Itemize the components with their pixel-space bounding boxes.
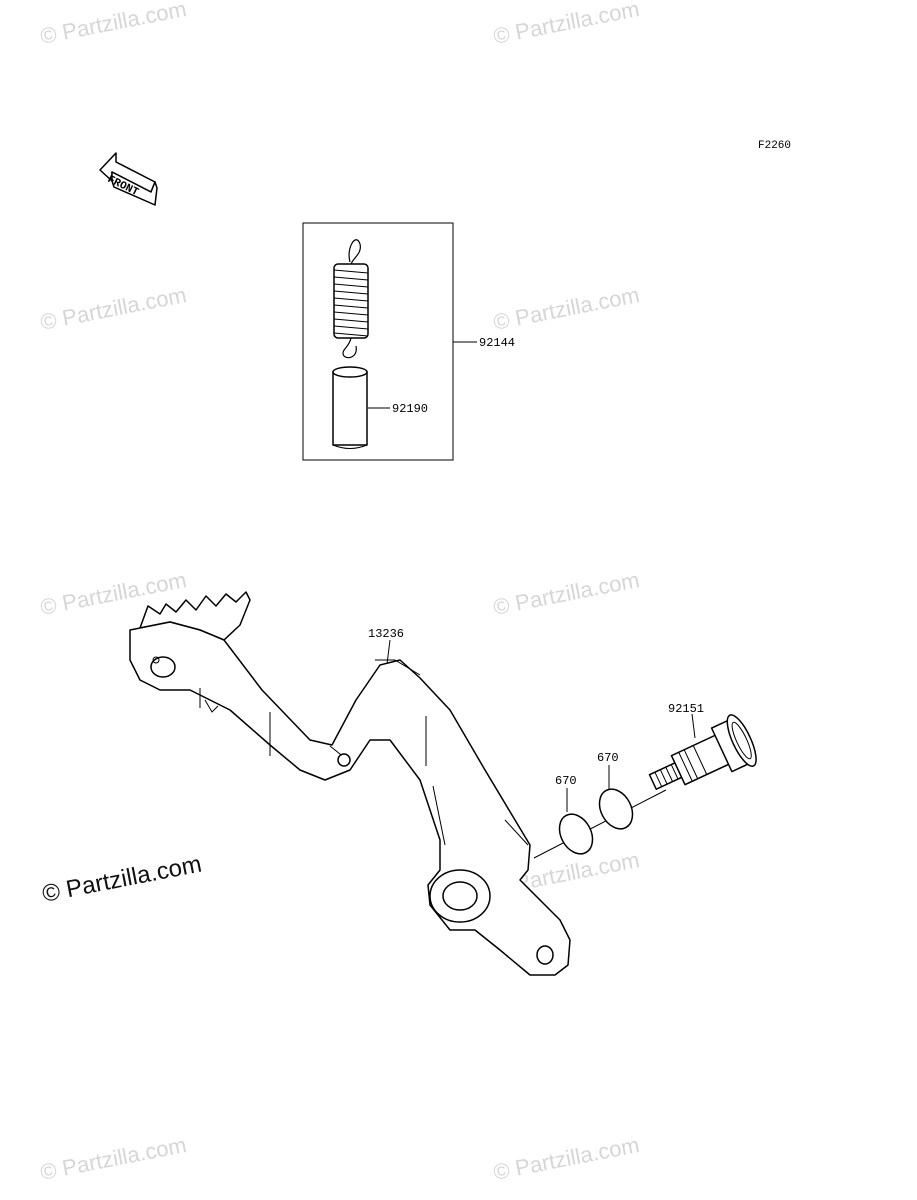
watermark-4: © Partzilla.com	[491, 282, 641, 335]
front-arrow-icon: FRONT	[99, 152, 158, 206]
watermark-9: © Partzilla.com	[491, 1132, 641, 1185]
pivot-bolt	[648, 714, 757, 790]
spring-sleeve	[332, 366, 368, 449]
copyright-notice: © Partzilla.com	[40, 851, 204, 908]
o-ring-inner	[558, 813, 594, 855]
watermark-1: © Partzilla.com	[38, 0, 188, 49]
return-spring	[333, 239, 369, 359]
callout-o-ring-inner: 670	[555, 774, 577, 788]
callout-spring-sleeve: 92190	[392, 402, 428, 416]
watermark-2: © Partzilla.com	[491, 0, 641, 49]
watermark-8: © Partzilla.com	[38, 1132, 188, 1185]
callout-pivot-bolt: 92151	[668, 702, 704, 716]
leader-pivot-bolt	[691, 713, 696, 739]
callout-o-ring-outer: 670	[597, 751, 619, 765]
callout-brake-pedal: 13236	[368, 627, 404, 641]
o-ring-outer	[598, 788, 634, 830]
diagram-code: F2260	[758, 140, 791, 152]
callout-spring-kit: 92144	[479, 336, 515, 350]
assembly-axis	[533, 789, 667, 859]
spring-kit-frame	[302, 222, 454, 461]
brake-pedal	[129, 591, 571, 976]
watermark-3: © Partzilla.com	[38, 282, 188, 335]
leader-brake-pedal	[386, 639, 391, 665]
watermark-6: © Partzilla.com	[491, 567, 641, 620]
